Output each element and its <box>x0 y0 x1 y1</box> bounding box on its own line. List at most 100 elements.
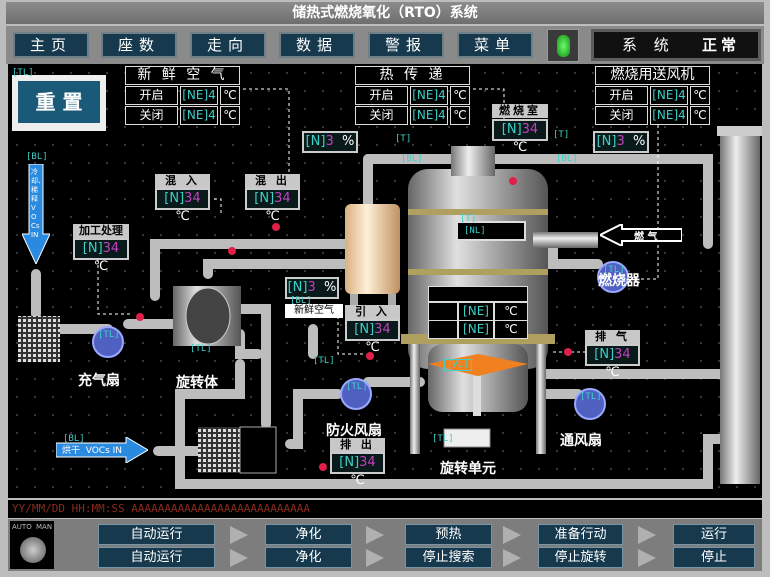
unit: ℃ <box>512 140 528 155</box>
percent-readout-2: [N]3 % <box>593 131 649 153</box>
arrow-right-icon <box>638 549 656 567</box>
down-arrow-icon <box>21 163 51 266</box>
close-label: 关闭 <box>125 106 178 125</box>
valve-icon <box>366 352 374 360</box>
vent-fan-icon <box>574 388 606 420</box>
unit: ℃ <box>450 86 470 105</box>
nav-home-button[interactable]: 主页 <box>13 32 89 58</box>
unit: ℃ <box>690 106 710 125</box>
nav-params-button[interactable]: 座数 <box>101 32 177 58</box>
discharge-readout: [N]34 ℃ <box>330 452 385 488</box>
seq-auto-run-button[interactable]: 自动运行 <box>98 524 215 545</box>
valve-icon <box>136 313 144 321</box>
tank-cell-blank <box>428 320 458 339</box>
open-value: [NE]4 <box>180 86 218 105</box>
unit: ℃ <box>494 302 528 321</box>
seq-preheat-button[interactable]: 预热 <box>405 524 492 545</box>
value: 34 <box>521 122 539 137</box>
arrow-right-icon <box>230 526 248 544</box>
value: 34 <box>184 191 201 206</box>
arrow-right-icon <box>230 549 248 567</box>
tag: [TL] <box>432 434 454 444</box>
nav-trend-button[interactable]: 走向 <box>190 32 266 58</box>
tag: [N] <box>596 134 617 149</box>
nav-data-button[interactable]: 数据 <box>279 32 355 58</box>
tag: [N] <box>164 191 185 206</box>
discharge-label: 排 出 <box>330 438 385 452</box>
reset-button[interactable]: 重 置 <box>12 75 106 131</box>
seq-run-button[interactable]: 运行 <box>673 524 755 545</box>
tank-temp-display <box>456 221 526 241</box>
unit: ℃ <box>350 473 365 488</box>
close-value: [NE]4 <box>650 106 688 125</box>
mix-out-label: 混 出 <box>245 174 300 188</box>
charge-fan-caption: 充气扇 <box>78 373 120 389</box>
knob-icon[interactable] <box>20 537 46 563</box>
unit: ℃ <box>494 320 528 339</box>
seq-stop-button[interactable]: 停止 <box>673 547 755 568</box>
seq-stop-rotation-button[interactable]: 停止旋转 <box>538 547 623 568</box>
open-label: 开启 <box>125 86 178 105</box>
nav-menu-button[interactable]: 菜单 <box>457 32 533 58</box>
tag: [TL] <box>346 382 368 392</box>
pipe-network <box>18 88 762 489</box>
left-arrow-icon <box>600 224 682 246</box>
tank-blank-row <box>428 286 528 302</box>
tank-cell-blank <box>428 302 458 321</box>
seq-purge-stop-button[interactable]: 净化 <box>265 547 352 568</box>
open-label: 开启 <box>595 86 648 105</box>
tag: [T] <box>395 134 412 144</box>
value: 34 <box>102 241 120 256</box>
tag: [N] <box>305 134 326 149</box>
seq-auto-run-stop-button[interactable]: 自动运行 <box>98 547 215 568</box>
percent-readout-1: [N]3 % <box>302 131 358 153</box>
tag: [N] <box>254 191 275 206</box>
tag: [BL] <box>26 152 48 162</box>
alarm-message-bar: YY/MM/DD HH:MM:SS AAAAAAAAAAAAAAAAAAAAAA… <box>8 500 628 518</box>
seq-purge-button[interactable]: 净化 <box>265 524 352 545</box>
tag: [TL] <box>313 356 335 366</box>
seq-ready-button[interactable]: 准备行动 <box>538 524 623 545</box>
filter-left <box>18 316 60 362</box>
mix-out-readout: [N]34 ℃ <box>245 188 300 224</box>
pipe-fire <box>285 389 343 449</box>
pipe-mix2 <box>203 259 350 279</box>
unit: ℃ <box>450 106 470 125</box>
exhaust-label: 排 气 <box>585 330 640 344</box>
preheater <box>345 204 400 314</box>
valve-icon <box>564 348 572 356</box>
unit: ℃ <box>220 106 240 125</box>
charge-fan-icon <box>92 326 124 358</box>
tag: [N] <box>287 280 308 295</box>
valve-icon <box>228 247 236 255</box>
exhaust-readout: [N]34 ℃ <box>585 344 640 380</box>
dry-voc-label: 烘干 VOCs IN <box>62 446 123 456</box>
seq-stop-search-button[interactable]: 停止搜索 <box>405 547 492 568</box>
tag: [TL] <box>580 392 602 402</box>
tag: [N] <box>82 241 103 256</box>
arrow-right-icon <box>638 526 656 544</box>
processing-readout: [N]34 ℃ <box>73 238 129 274</box>
fresh-air-title: 新 鲜 空 气 <box>125 66 240 85</box>
auto-manual-switch[interactable]: AUTO MAN <box>10 521 54 569</box>
tag: [BL] <box>63 434 85 444</box>
nav-alarm-button[interactable]: 警报 <box>368 32 444 58</box>
system-status: 系 统 正常 <box>591 29 761 61</box>
unit: ℃ <box>220 86 240 105</box>
pipe-mix <box>150 239 350 301</box>
right-arrow-icon <box>56 437 148 463</box>
filter-bottom <box>198 427 240 473</box>
open-value: [NE]4 <box>410 86 448 105</box>
tag: [TL] <box>190 344 212 354</box>
gas-inlet-arrow: 燃 气 <box>600 224 682 246</box>
value: 3 <box>325 134 334 149</box>
inlet-label: 引 入 <box>345 305 400 319</box>
open-label: 开启 <box>355 86 408 105</box>
tank-cell-value: [NE] <box>458 320 494 339</box>
value: 34 <box>374 322 391 337</box>
fire-fan-icon <box>340 378 372 410</box>
value: 34 <box>359 455 376 470</box>
tag: [TL] <box>98 330 120 340</box>
value: 3 <box>616 134 625 149</box>
tag: [N] <box>339 455 360 470</box>
